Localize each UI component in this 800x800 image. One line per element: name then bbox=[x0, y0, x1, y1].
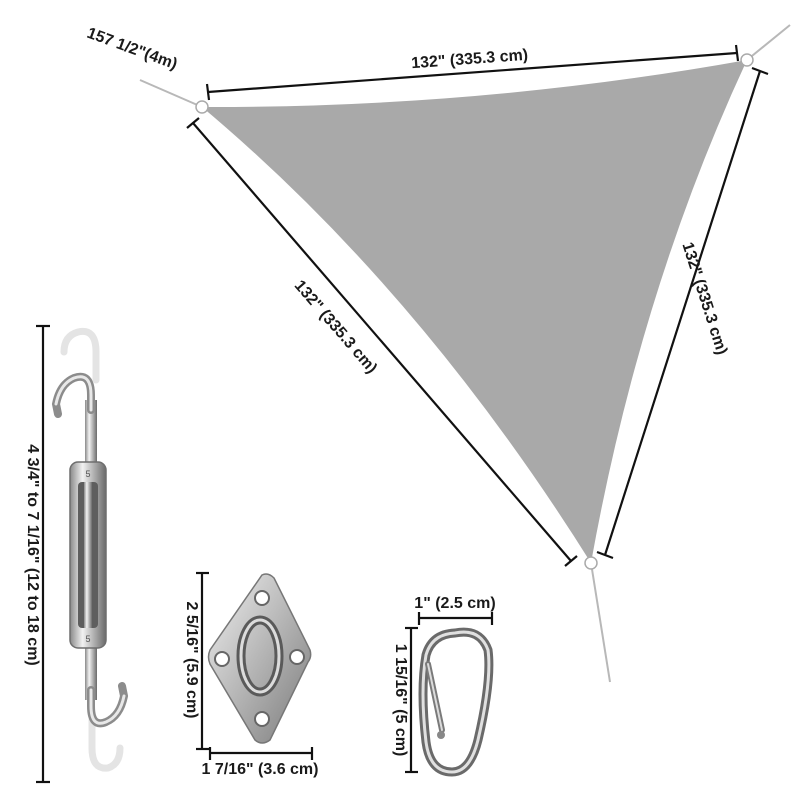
pad-eye-hole-bottom bbox=[254, 711, 270, 727]
turnbuckle-hook-reflection-top bbox=[60, 327, 100, 384]
pad-eye-plate bbox=[207, 573, 312, 744]
pad-eye-hole-top bbox=[254, 590, 270, 606]
pad-eye-hole-right bbox=[289, 649, 305, 665]
sail-fabric bbox=[202, 60, 747, 563]
carabiner-width-dimension: 1" (2.5 cm) bbox=[414, 595, 496, 625]
pad-eye-hole-left bbox=[214, 651, 230, 667]
svg-text:5: 5 bbox=[85, 469, 90, 479]
sail-top-edge-label: 132" (335.3 cm) bbox=[411, 47, 529, 73]
turnbuckle-length-label: 4 3/4" to 7 1/16" (12 to 18 cm) bbox=[24, 444, 41, 666]
rope-top-right bbox=[746, 24, 791, 61]
pad-eye-height-dimension: 2 5/16" (5.9 cm) bbox=[183, 571, 209, 751]
pad-eye-diamond bbox=[207, 573, 312, 744]
rope-top-left bbox=[139, 79, 203, 108]
carabiner-body bbox=[418, 627, 494, 777]
sail-corner-ring-top-left bbox=[195, 100, 209, 114]
pad-eye-width-dimension: 1 7/16" (3.6 cm) bbox=[202, 747, 319, 778]
pad-eye-width-label: 1 7/16" (3.6 cm) bbox=[202, 761, 319, 778]
carabiner-height-label: 1 15/16" (5 cm) bbox=[392, 644, 409, 757]
turnbuckle-length-dimension: 4 3/4" to 7 1/16" (12 to 18 cm) bbox=[24, 324, 50, 784]
turnbuckle: 5 5 bbox=[51, 327, 129, 772]
rope-length-label: 157 1/2"(4m) bbox=[85, 25, 180, 73]
turnbuckle-hook-reflection-bottom bbox=[88, 716, 124, 772]
sail-left-edge-label: 132" (335.3 cm) bbox=[291, 277, 380, 377]
carabiner-height-dimension: 1 15/16" (5 cm) bbox=[392, 626, 418, 774]
sail-corner-ring-top-right bbox=[740, 53, 754, 67]
carabiner bbox=[418, 627, 494, 777]
carabiner-width-label: 1" (2.5 cm) bbox=[414, 595, 495, 612]
sail-corner-ring-bottom bbox=[584, 556, 598, 570]
shade-sail bbox=[139, 24, 791, 683]
svg-text:5: 5 bbox=[85, 634, 90, 644]
turnbuckle-rod-top bbox=[85, 400, 97, 470]
rope-bottom bbox=[590, 562, 611, 683]
turnbuckle-rod-bottom bbox=[85, 640, 97, 700]
pad-eye-height-label: 2 5/16" (5.9 cm) bbox=[183, 602, 200, 719]
